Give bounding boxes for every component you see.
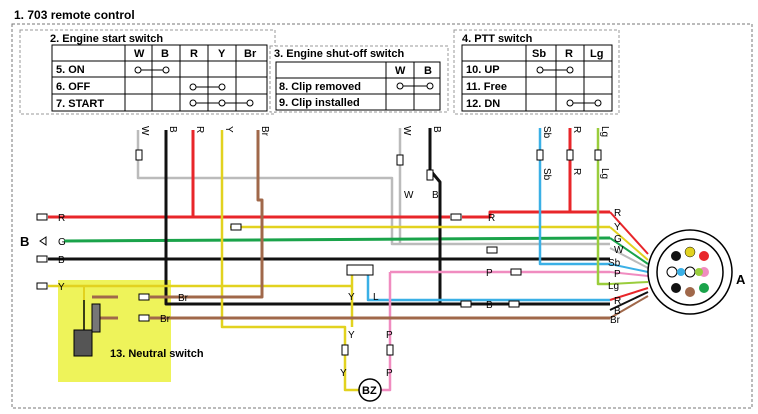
svg-text:R: R [58,213,65,224]
col-y: Y [218,48,226,60]
ptt-title: 4. PTT switch [462,33,533,45]
svg-text:Lg: Lg [599,126,610,137]
svg-text:Y: Y [348,292,355,303]
col-br: Br [244,48,257,60]
col-sb: Sb [532,48,546,60]
connector-a: A [647,229,746,315]
buzzer-label: BZ [362,385,377,397]
connector-pin-labels: R Y G W Sb P Lg R B Br [608,208,624,326]
shutoff-title: 3. Engine shut-off switch [274,48,404,60]
svg-text:B: B [58,255,65,266]
svg-text:R: R [571,168,582,175]
wires [48,128,649,392]
svg-text:P: P [386,330,393,341]
svg-text:Y: Y [348,330,355,341]
row-start: 7. START [56,98,104,110]
svg-text:W: W [139,126,150,136]
outer-border [11,23,753,409]
svg-text:P: P [486,268,493,279]
col-w: W [134,48,145,60]
col-b: B [161,48,169,60]
neutral-switch: 13. Neutral switch [73,300,204,360]
svg-text:L: L [373,292,379,303]
row-up: 10. UP [466,64,500,76]
svg-text:Sb: Sb [541,168,552,181]
col-b: B [424,65,432,77]
inline-connectors [36,149,602,356]
svg-text:Y: Y [614,222,621,233]
connector-a-label: A [736,272,746,287]
engine-start-title: 2. Engine start switch [50,33,163,45]
buzzer: BZ [358,378,382,402]
svg-text:W: W [614,245,624,256]
svg-text:Y: Y [223,126,234,133]
row-dn: 12. DN [466,98,500,110]
svg-text:R: R [571,126,582,133]
engine-shutoff-switch: 3. Engine shut-off switch W B 8. Clip re… [269,45,449,113]
wire-labels: R G B Y R P B Br Br Y L Y P Y P W B W B … [58,126,610,379]
row-free: 11. Free [466,81,507,93]
svg-text:W: W [401,126,412,136]
svg-text:R: R [614,208,621,219]
svg-text:G: G [58,237,66,248]
svg-text:Sb: Sb [608,258,621,269]
page-title: 1. 703 remote control [14,8,135,22]
row-clip-installed: 9. Clip installed [279,97,360,109]
svg-text:Y: Y [340,368,347,379]
svg-text:R: R [488,213,495,224]
harness-b-label: B [20,234,29,249]
col-w: W [395,65,406,77]
svg-text:R: R [614,296,621,307]
svg-text:W: W [404,190,414,201]
svg-text:B: B [431,126,442,133]
svg-text:B: B [167,126,178,133]
svg-text:P: P [386,368,393,379]
svg-text:P: P [614,269,621,280]
neutral-switch-label: 13. Neutral switch [110,348,204,360]
svg-text:Br: Br [178,293,189,304]
row-off: 6. OFF [56,81,91,93]
col-lg: Lg [590,48,603,60]
col-r: R [565,48,573,60]
svg-text:Br: Br [160,314,171,325]
svg-text:B: B [614,306,621,317]
engine-start-switch: 2. Engine start switch W B R Y Br 5. ON … [19,29,276,115]
svg-text:Br: Br [610,315,621,326]
svg-text:B: B [432,190,439,201]
svg-text:Br: Br [259,126,270,137]
svg-text:G: G [614,234,622,245]
svg-text:Sb: Sb [541,126,552,139]
svg-text:B: B [486,300,493,311]
svg-text:Lg: Lg [599,168,610,179]
svg-text:Y: Y [58,282,65,293]
row-clip-removed: 8. Clip removed [279,81,361,93]
row-on: 5. ON [56,64,85,76]
col-r: R [190,48,198,60]
svg-text:Lg: Lg [608,281,619,292]
ptt-switch: 4. PTT switch Sb R Lg 10. UP 11. Free 12… [453,29,620,115]
svg-text:R: R [194,126,205,133]
